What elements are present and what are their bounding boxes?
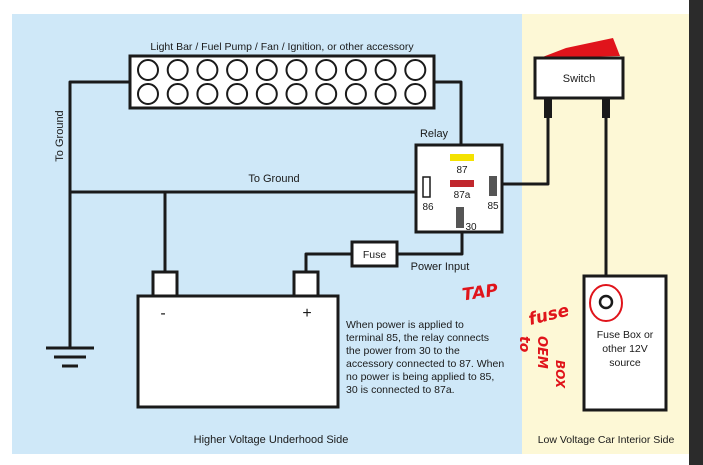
ground-symbol [46,346,94,368]
relay-pin-30-label: 30 [465,222,477,233]
explanation-line: accessory connected to 87. When [346,358,504,370]
relay-pin-87 [450,154,474,161]
led-circle [374,59,397,81]
relay-pin-87-label: 87 [456,165,468,176]
relay-title: Relay [420,128,449,140]
explanation-line: no power is being applied to 85, [346,371,494,383]
accessory-to-87-wire [434,80,463,145]
led-circle [404,83,427,105]
switch-label: Switch [563,73,595,85]
interior-zone-label: Low Voltage Car Interior Side [538,434,675,446]
relay: 87 87a 86 85 30 [414,143,504,234]
handwritten-line: to [516,336,532,353]
led-circle [404,59,427,81]
led-circle [344,59,367,81]
to-ground-horizontal-label: To Ground [248,173,299,185]
relay-explanation: When power is applied to terminal 85, th… [346,319,504,396]
relay-pin-30 [456,207,464,228]
fuse-to-30-wire [397,232,464,256]
rocker-switch: Switch [533,38,625,118]
explanation-line: 30 is connected to 87a. [346,384,455,396]
led-circle [166,59,189,81]
ground-wire-vertical [68,80,130,348]
fuse-box-line: Fuse Box or [597,329,654,341]
relay-pin-86-label: 86 [422,202,434,213]
inline-fuse: Fuse [350,240,399,268]
light-bar [128,54,436,110]
to-ground-vertical-label: To Ground [54,110,66,161]
battery-plus-sign: + [302,305,311,322]
battery-positive-terminal [292,270,320,298]
relay-pin-87a-label: 87a [454,190,471,201]
fuse-box: Fuse Box or other 12V source [582,274,668,412]
led-circle [285,59,308,81]
relay-pin-86 [422,176,431,198]
relay-85-to-switch-wire [502,118,550,186]
handwritten-line: BOX [553,360,567,389]
fuse-label: Fuse [363,249,387,261]
fuse-box-tap-point [598,294,614,310]
led-circle [255,59,278,81]
led-circle [374,83,397,105]
fuse-box-line: other 12V [602,343,648,355]
led-circle [137,83,159,105]
led-circle [255,83,278,105]
led-circle [315,59,338,81]
underhood-zone-label: Higher Voltage Underhood Side [194,434,349,446]
accessory-label: Light Bar / Fuel Pump / Fan / Ignition, … [150,41,414,53]
switch-body [533,56,625,100]
relay-pin-85 [489,176,497,196]
relay-pin-85-label: 85 [487,201,499,212]
relay-pin-87a [450,180,474,187]
explanation-line: the power from 30 to the [346,345,460,357]
battery-negative-terminal [151,270,179,298]
battery-minus-sign: - [160,305,165,322]
explanation-line: When power is applied to [346,319,464,331]
wires [68,80,608,348]
led-circle [196,83,219,105]
switch-pin-left [544,98,552,118]
explanation-line: terminal 85, the relay connects [346,332,489,344]
handwritten-annotation: TAP fuse to OEM BOX [461,281,571,389]
led-circle [315,83,338,105]
led-circle [344,83,367,105]
led-circle [196,59,219,81]
led-circle [166,83,189,105]
fuse-box-line: source [609,357,641,369]
battery-body [136,294,340,409]
battery-plus-wire [304,252,352,272]
switch-rocker [540,38,620,58]
switch-pin-right [602,98,610,118]
right-edge-bar [689,0,703,465]
handwritten-line: OEM [534,336,549,369]
led-circle [285,83,308,105]
led-circle [226,59,249,81]
led-circle [226,83,249,105]
power-input-label: Power Input [411,261,470,273]
led-circle [137,59,159,81]
led-grid [137,59,427,105]
handwritten-circle [589,284,623,322]
battery: - + [136,270,340,409]
